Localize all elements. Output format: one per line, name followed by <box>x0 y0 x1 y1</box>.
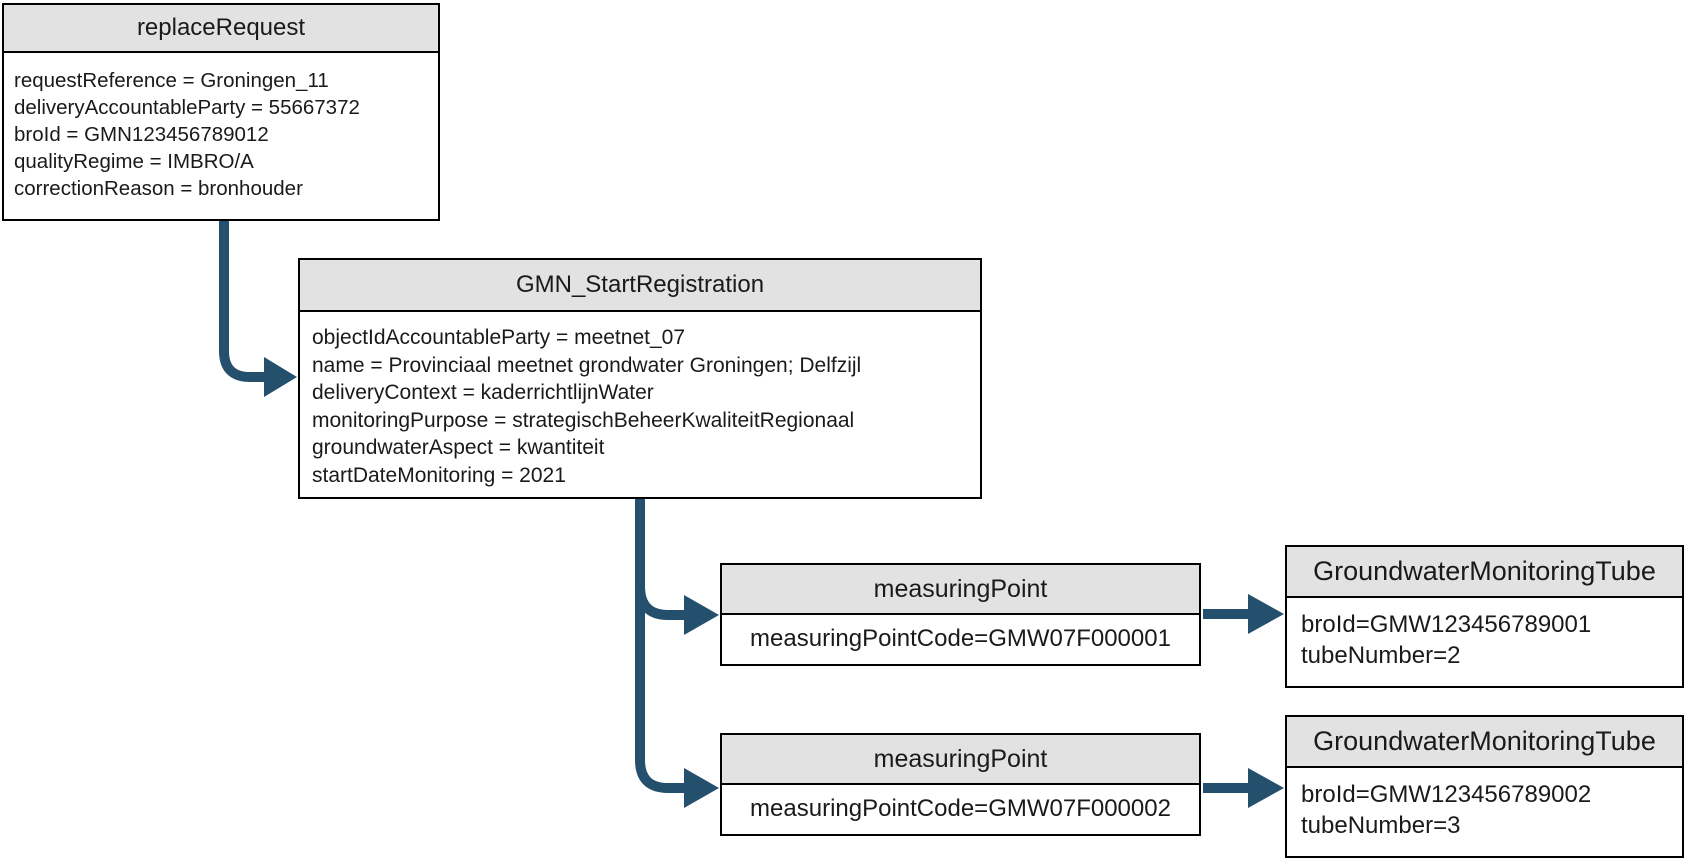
node-title: GroundwaterMonitoringTube <box>1287 717 1682 768</box>
node-attributes: measuringPointCode=GMW07F000001 <box>722 615 1199 662</box>
connector-gmnstartregistration-to-measuringpoint-2 <box>635 499 719 808</box>
node-groundwater-monitoring-tube-1: GroundwaterMonitoringTube broId=GMW12345… <box>1285 545 1684 688</box>
connector-measuringpoint-2-to-tube-2 <box>1203 768 1284 808</box>
attribute-line: qualityRegime = IMBRO/A <box>14 150 254 173</box>
node-title: GroundwaterMonitoringTube <box>1287 547 1682 598</box>
attribute-line: startDateMonitoring = 2021 <box>312 463 566 487</box>
node-groundwater-monitoring-tube-2: GroundwaterMonitoringTube broId=GMW12345… <box>1285 715 1684 858</box>
arrowhead-icon <box>684 768 719 808</box>
attribute-line: broId=GMW123456789002 <box>1301 781 1592 808</box>
attribute-line: deliveryAccountableParty = 55667372 <box>14 96 360 119</box>
node-attributes: broId=GMW123456789002 tubeNumber=3 <box>1287 768 1682 841</box>
attribute-line: requestReference = Groningen_11 <box>14 69 329 92</box>
node-attributes: objectIdAccountableParty = meetnet_07 na… <box>300 312 980 489</box>
arrowhead-icon <box>684 595 719 635</box>
attribute-line: tubeNumber=3 <box>1301 812 1461 839</box>
attribute-line: broId = GMN123456789012 <box>14 123 269 146</box>
attribute-line: tubeNumber=2 <box>1301 642 1461 669</box>
node-title: measuringPoint <box>722 735 1199 785</box>
attribute-line: correctionReason = bronhouder <box>14 177 303 200</box>
node-replace-request: replaceRequest requestReference = Gronin… <box>2 3 440 221</box>
arrowhead-icon <box>1248 768 1284 808</box>
attribute-line: deliveryContext = kaderrichtlijnWater <box>312 381 654 404</box>
node-title: measuringPoint <box>722 565 1199 615</box>
node-gmn-start-registration: GMN_StartRegistration objectIdAccountabl… <box>298 258 982 499</box>
attribute-line: objectIdAccountableParty = meetnet_07 <box>312 326 685 349</box>
node-title: replaceRequest <box>4 5 438 53</box>
attribute-line: groundwaterAspect = kwantiteit <box>312 436 605 459</box>
arrowhead-icon <box>1248 594 1284 634</box>
connector-measuringpoint-1-to-tube-1 <box>1203 594 1284 634</box>
node-attributes: measuringPointCode=GMW07F000002 <box>722 785 1199 832</box>
attribute-line: measuringPointCode=GMW07F000001 <box>750 624 1171 652</box>
connector-gmnstartregistration-to-measuringpoint-1 <box>635 585 719 635</box>
node-title: GMN_StartRegistration <box>300 260 980 312</box>
arrowhead-icon <box>264 357 297 397</box>
attribute-line: monitoringPurpose = strategischBeheerKwa… <box>312 408 855 432</box>
attribute-line: measuringPointCode=GMW07F000002 <box>750 794 1171 822</box>
node-measuring-point-1: measuringPoint measuringPointCode=GMW07F… <box>720 563 1201 666</box>
node-attributes: broId=GMW123456789001 tubeNumber=2 <box>1287 598 1682 671</box>
connector-replacerequest-to-gmnstartregistration <box>219 221 297 397</box>
node-measuring-point-2: measuringPoint measuringPointCode=GMW07F… <box>720 733 1201 836</box>
attribute-line: broId=GMW123456789001 <box>1301 611 1592 638</box>
attribute-line: name = Provinciaal meetnet grondwater Gr… <box>312 353 862 377</box>
node-attributes: requestReference = Groningen_11 delivery… <box>4 53 438 202</box>
